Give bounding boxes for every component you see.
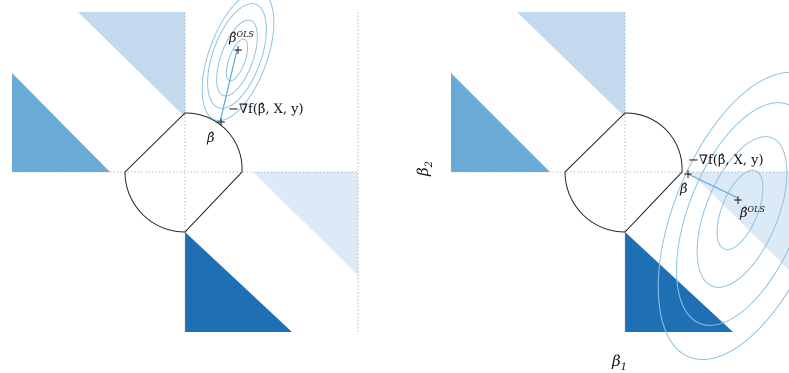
left-beta-hat-label: β̂ — [206, 131, 215, 146]
right-lighter-triangle — [690, 172, 789, 270]
right-beta-hat-label: β̂ — [679, 182, 688, 197]
right-gradient-line — [687, 173, 739, 199]
left-ols-marker: + — [233, 43, 243, 57]
right-dark-triangle — [625, 232, 733, 332]
right-constraint-region — [564, 112, 683, 233]
x-axis-label: β1 — [611, 352, 627, 373]
right-panel: + + −∇f(β̂, X, y) β̂ β̂OLS — [451, 12, 789, 360]
left-top-light-triangle — [78, 12, 185, 117]
right-contour-4 — [657, 72, 789, 360]
right-contour-3 — [676, 102, 789, 326]
right-contour-1 — [716, 169, 764, 251]
right-medium-triangle — [451, 73, 550, 172]
left-medium-triangle — [12, 73, 110, 172]
right-contour-2 — [696, 136, 788, 288]
y-axis-label: β2 — [414, 161, 435, 177]
right-ols-marker: + — [733, 193, 743, 207]
left-dark-triangle — [185, 232, 292, 332]
right-contours — [657, 72, 789, 360]
left-gradient-label: −∇f(β̂, X, y) — [228, 102, 304, 117]
right-top-light-triangle — [517, 12, 625, 117]
right-gradient-label: −∇f(β̂, X, y) — [688, 153, 764, 168]
left-gradient-line — [219, 49, 238, 123]
left-contour-4 — [201, 0, 275, 122]
left-constraint-region — [124, 112, 243, 233]
left-beta-hat-marker: + — [216, 115, 226, 129]
left-contour-3 — [207, 3, 267, 109]
left-lighter-triangle — [253, 172, 358, 275]
left-panel: + + β̂OLS −∇f(β̂, X, y) β̂ — [12, 0, 359, 332]
left-ols-label: β̂OLS — [228, 30, 254, 46]
left-contours — [201, 0, 275, 122]
right-beta-hat-marker: + — [683, 167, 693, 181]
right-ols-label: β̂OLS — [739, 205, 765, 221]
left-contour-2 — [216, 19, 258, 97]
